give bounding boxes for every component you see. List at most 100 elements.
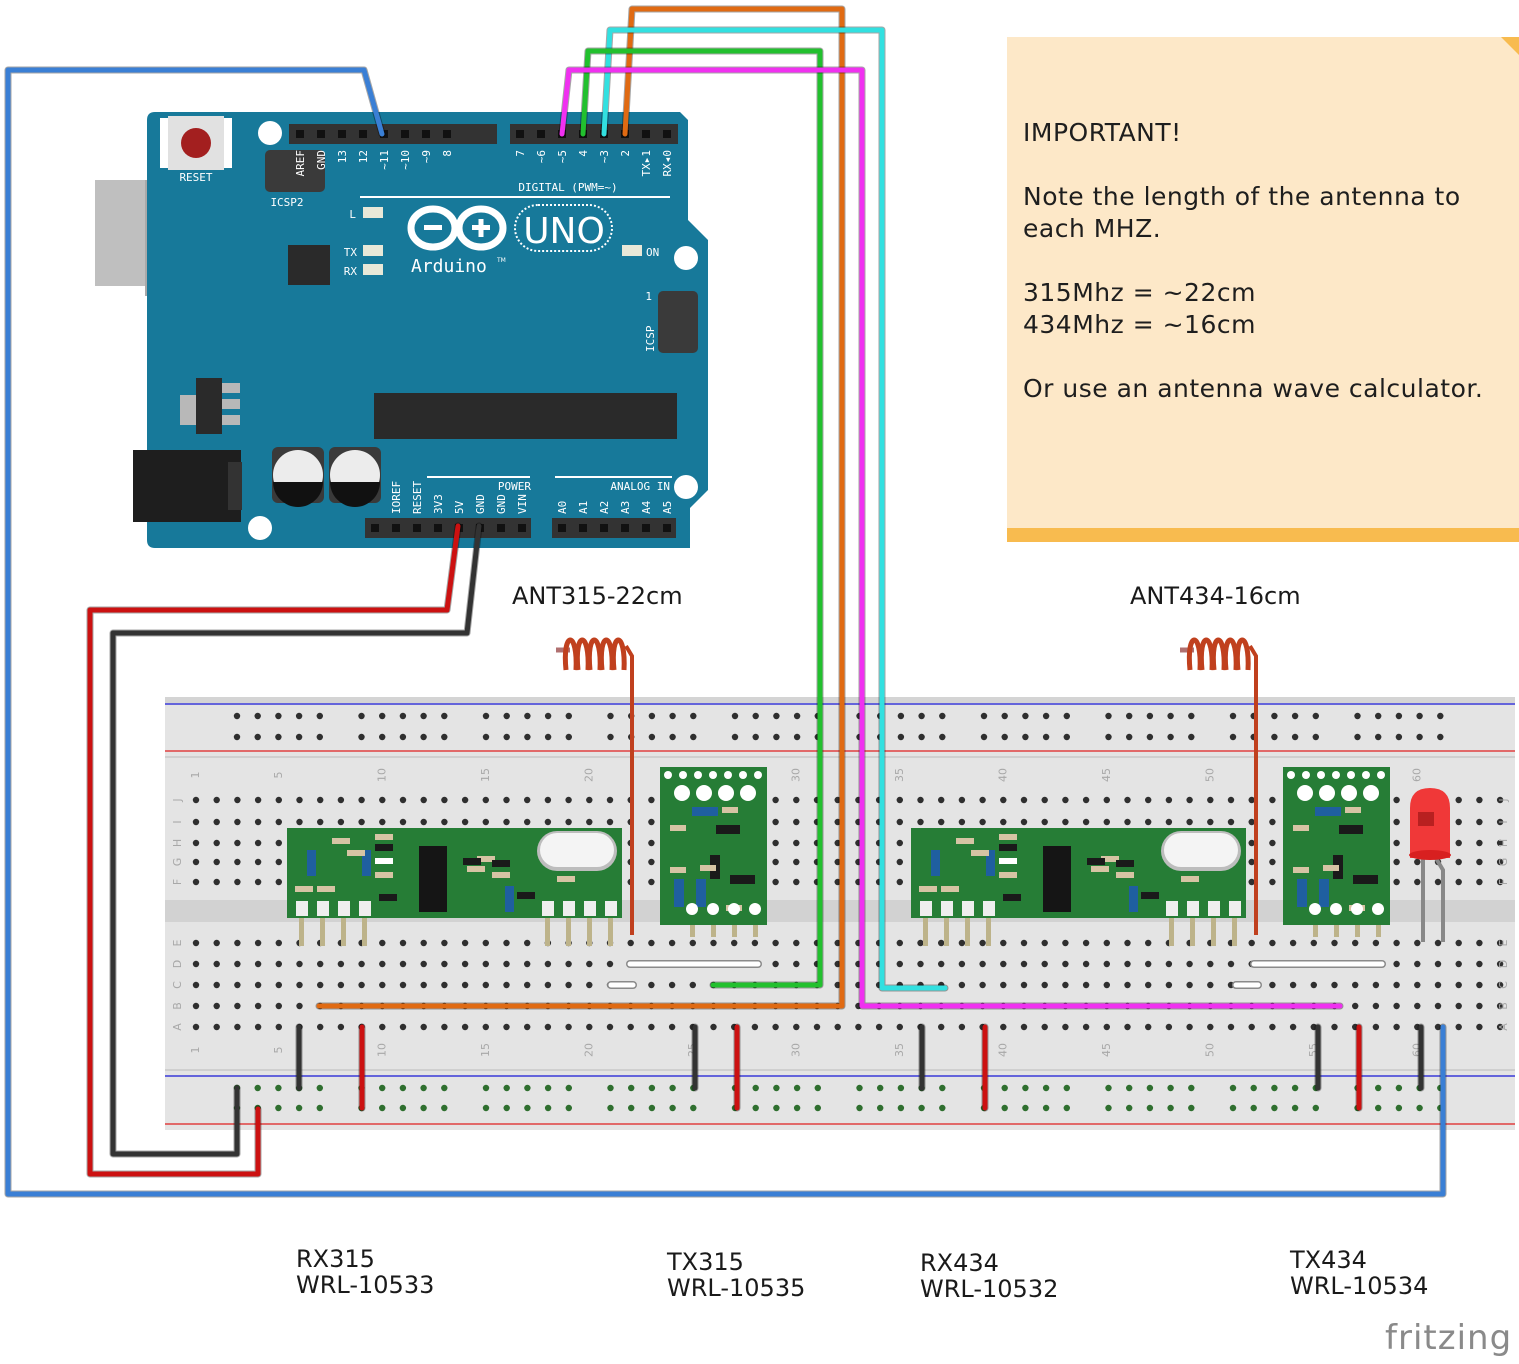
rail-hole bbox=[1375, 712, 1382, 720]
rail-hole bbox=[1146, 1084, 1154, 1092]
breadboard-hole bbox=[1476, 1002, 1483, 1010]
capacitor-smd bbox=[931, 850, 940, 876]
breadboard-hole bbox=[503, 796, 510, 804]
rf-modules bbox=[287, 767, 1390, 946]
rail-hole bbox=[1250, 1084, 1257, 1092]
pin-pad bbox=[359, 901, 371, 916]
rail-hole bbox=[1229, 1084, 1237, 1092]
breadboard-hole bbox=[1434, 939, 1442, 947]
breadboard-hole bbox=[1455, 796, 1462, 804]
breadboard-hole bbox=[337, 796, 345, 804]
rail-hole bbox=[897, 733, 905, 741]
rail-hole bbox=[918, 712, 925, 720]
rail-hole bbox=[1001, 1084, 1008, 1092]
column-number: 40 bbox=[996, 1043, 1009, 1057]
rail-hole bbox=[1291, 733, 1299, 741]
breadboard-hole bbox=[1331, 939, 1338, 947]
breadboard-hole bbox=[1145, 1023, 1152, 1031]
breadboard-hole bbox=[565, 796, 572, 804]
digital-header-right bbox=[510, 124, 678, 144]
power-jack-back bbox=[228, 462, 242, 510]
breadboard-hole bbox=[1227, 818, 1235, 826]
breadboard-hole bbox=[1414, 858, 1421, 866]
breadboard-hole bbox=[896, 960, 903, 968]
icsp2-label: ICSP2 bbox=[270, 196, 303, 209]
breadboard-hole bbox=[234, 878, 241, 886]
breadboard-hole bbox=[979, 818, 986, 826]
mounting-hole bbox=[674, 475, 698, 499]
rail-hole bbox=[565, 1084, 572, 1092]
rail-hole bbox=[295, 733, 303, 741]
breadboard-hole bbox=[1455, 858, 1462, 866]
breadboard-hole bbox=[358, 796, 365, 804]
breadboard-hole bbox=[1393, 796, 1400, 804]
breadboard-hole bbox=[1496, 878, 1504, 886]
resistor-smd bbox=[700, 865, 716, 871]
breadboard-hole bbox=[379, 981, 386, 989]
breadboard-hole bbox=[399, 1023, 407, 1031]
breadboard-hole bbox=[420, 939, 427, 947]
trademark: TM bbox=[496, 257, 506, 264]
rail-hole bbox=[565, 733, 572, 741]
reset-button[interactable] bbox=[181, 128, 211, 158]
breadboard-hole bbox=[938, 796, 945, 804]
header-socket bbox=[558, 524, 566, 532]
breadboard-hole bbox=[1145, 818, 1152, 826]
breadboard-hole bbox=[938, 1023, 945, 1031]
pin-label: A5 bbox=[661, 501, 674, 514]
rail-hole bbox=[1271, 712, 1278, 720]
breadboard-hole bbox=[254, 858, 262, 866]
module-part-number: WRL-10534 bbox=[1290, 1272, 1429, 1300]
breadboard-hole bbox=[1248, 796, 1255, 804]
rail-hole bbox=[1375, 733, 1382, 741]
breadboard-hole bbox=[648, 839, 655, 847]
breadboard-hole bbox=[1476, 1023, 1483, 1031]
module-part-number: WRL-10533 bbox=[296, 1271, 435, 1299]
pin-label: 3V3 bbox=[432, 494, 445, 514]
module-pin bbox=[1211, 916, 1216, 946]
rail-hole bbox=[1001, 733, 1008, 741]
breadboard-hole bbox=[1062, 960, 1069, 968]
rail-hole bbox=[607, 733, 614, 741]
pin-pad bbox=[338, 901, 350, 916]
header-socket bbox=[642, 130, 650, 138]
breadboard-hole bbox=[1082, 981, 1090, 989]
via bbox=[664, 771, 672, 779]
breadboard-hole bbox=[606, 1023, 614, 1031]
rail-hole bbox=[731, 733, 739, 741]
breadboard-hole bbox=[524, 939, 531, 947]
breadboard-hole bbox=[1000, 960, 1007, 968]
breadboard-hole bbox=[1000, 1023, 1007, 1031]
pin-label: A3 bbox=[619, 501, 632, 514]
breadboard-hole bbox=[834, 818, 841, 826]
breadboard-hole bbox=[793, 818, 800, 826]
rail-hole bbox=[503, 1084, 510, 1092]
breadboard-hole bbox=[213, 878, 220, 886]
breadboard-hole bbox=[1496, 796, 1504, 804]
breadboard-hole bbox=[772, 858, 779, 866]
breadboard-hole bbox=[1393, 939, 1400, 947]
breadboard-hole bbox=[1041, 1023, 1048, 1031]
breadboard-hole bbox=[1145, 960, 1152, 968]
resistor-smd bbox=[375, 834, 393, 840]
antenna-pad bbox=[1297, 785, 1313, 801]
rail-hole bbox=[793, 733, 801, 741]
rail-hole bbox=[524, 712, 531, 720]
breadboard-hole bbox=[399, 960, 407, 968]
breadboard-hole bbox=[1496, 960, 1504, 968]
breadboard-hole bbox=[379, 960, 386, 968]
breadboard-hole bbox=[213, 960, 220, 968]
breadboard-hole bbox=[1455, 960, 1462, 968]
breadboard-hole bbox=[1082, 818, 1090, 826]
breadboard-hole bbox=[1186, 960, 1193, 968]
rail-hole bbox=[1042, 1104, 1050, 1112]
breadboard-hole bbox=[1455, 981, 1462, 989]
mounting-hole bbox=[258, 121, 282, 145]
breadboard-hole bbox=[896, 839, 903, 847]
via bbox=[754, 771, 762, 779]
antenna-pad bbox=[674, 785, 690, 801]
breadboard-hole bbox=[1248, 858, 1255, 866]
capacitor-smd bbox=[1297, 879, 1307, 907]
rail-hole bbox=[793, 1084, 801, 1092]
rail-hole bbox=[254, 1084, 261, 1092]
